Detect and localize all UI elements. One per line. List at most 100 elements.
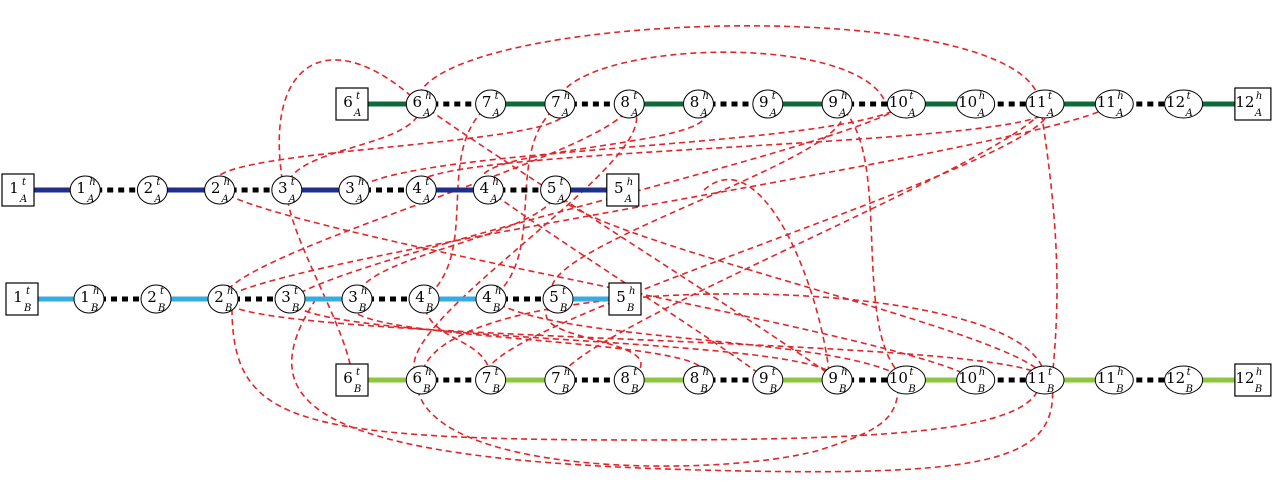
node-genome-label: B <box>23 303 31 314</box>
node-end-label: t <box>22 177 27 188</box>
node-end-label: t <box>909 91 914 102</box>
node-ellipse <box>204 175 236 205</box>
node-number: 2 <box>144 179 154 197</box>
node-ellipse <box>73 284 105 314</box>
node-genome-label: B <box>492 384 500 395</box>
node-number: 5 <box>549 288 559 306</box>
node-end-label: h <box>224 177 230 188</box>
node-end-label: h <box>495 286 501 297</box>
interaction-edge <box>490 298 907 381</box>
node-end-label: t <box>356 367 361 378</box>
node-ellipse <box>136 175 168 205</box>
interaction-edge <box>551 103 844 300</box>
node-number: 11 <box>1027 369 1046 387</box>
node-genome-label: A <box>422 108 430 119</box>
node-ellipse <box>886 365 926 395</box>
node-end-label: h <box>1117 367 1123 378</box>
node-genome-label: B <box>492 303 500 314</box>
node-number: 8 <box>620 93 630 111</box>
node-ellipse <box>274 284 306 314</box>
node-end-label: h <box>703 91 709 102</box>
node-ellipse <box>544 89 576 119</box>
node-number: 9 <box>759 93 769 111</box>
node-number: 9 <box>828 93 838 111</box>
node-genome-label: A <box>489 194 497 205</box>
interaction-edge <box>290 298 1054 473</box>
interaction-edge <box>289 103 907 300</box>
node-number: 5 <box>547 179 557 197</box>
node-genome-label: A <box>769 108 777 119</box>
node-ellipse <box>821 365 853 395</box>
node-end-label: t <box>1187 91 1192 102</box>
node-genome-label: B <box>291 303 299 314</box>
node-end-label: h <box>361 286 367 297</box>
node-number: 6 <box>413 93 423 111</box>
interaction-edge <box>413 103 638 381</box>
node-genome-label: A <box>422 194 430 205</box>
node-number: 9 <box>759 369 769 387</box>
node-end-label: t <box>356 91 361 102</box>
node-genome-label: A <box>353 108 361 119</box>
node-ellipse <box>1164 365 1204 395</box>
node-number: 3 <box>278 179 288 197</box>
node-number: 3 <box>281 288 291 306</box>
node-ellipse <box>956 89 996 119</box>
node-genome-label: A <box>221 194 229 205</box>
interaction-edge <box>487 189 769 381</box>
node-end-label: t <box>772 91 777 102</box>
node-ellipse <box>752 89 784 119</box>
node-end-label: h <box>227 286 233 297</box>
interaction-edge <box>420 103 838 381</box>
node-number: 12 <box>1235 93 1254 111</box>
node-ellipse <box>752 365 784 395</box>
node-genome-label: B <box>559 303 567 314</box>
node-number: 10 <box>889 369 908 387</box>
node-ellipse <box>1164 89 1204 119</box>
interaction-edge <box>353 103 907 191</box>
node-ellipse <box>821 89 853 119</box>
node-number: 6 <box>343 93 353 111</box>
node-ellipse <box>1094 365 1134 395</box>
interaction-edge <box>555 51 887 105</box>
node-ellipse <box>886 89 926 119</box>
node-genome-label: B <box>90 303 98 314</box>
terminal-box <box>606 173 640 207</box>
interaction-edge <box>836 103 907 381</box>
node-end-label: t <box>160 286 165 297</box>
node-number: 3 <box>345 179 355 197</box>
node-genome-label: A <box>561 108 569 119</box>
node-end-label: h <box>1256 91 1262 102</box>
node-ellipse <box>544 365 576 395</box>
node-end-label: h <box>425 367 431 378</box>
node-genome-label: A <box>1185 108 1193 119</box>
node-end-label: h <box>841 367 847 378</box>
node-genome-label: B <box>157 303 165 314</box>
terminal-box <box>335 87 369 121</box>
interaction-edge <box>356 189 557 300</box>
node-ellipse <box>683 89 714 119</box>
node-ellipse <box>338 175 370 205</box>
node-genome-label: A <box>19 194 27 205</box>
node-end-label: h <box>703 367 709 378</box>
node-number: 8 <box>620 369 630 387</box>
node-end-label: t <box>425 177 430 188</box>
node-ellipse <box>1025 89 1065 119</box>
node-genome-label: A <box>1115 108 1123 119</box>
